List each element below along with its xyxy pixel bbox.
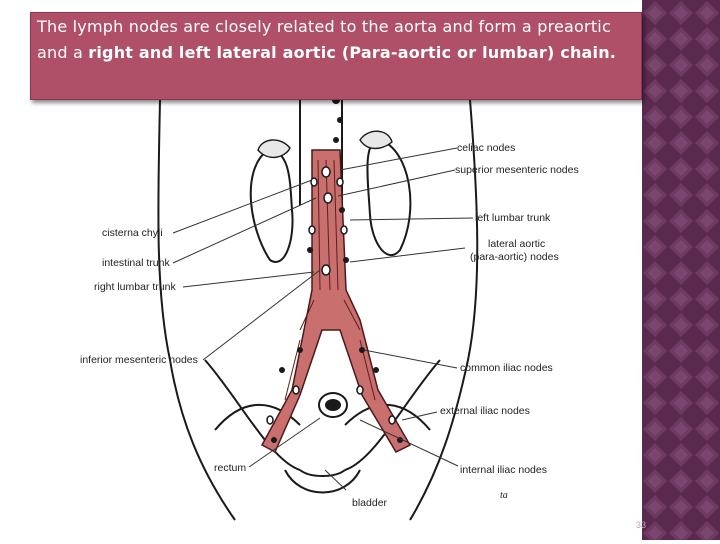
label-right-lumbar-trunk: right lumbar trunk	[94, 281, 176, 293]
left-kidney	[366, 138, 412, 257]
label-para-aortic-nodes: (para-aortic) nodes	[470, 251, 559, 263]
caption-bold-text: right and left lateral aortic (Para-aort…	[88, 43, 617, 62]
right-kidney	[249, 148, 294, 263]
artist-signature: ta	[500, 490, 508, 501]
diamond-pattern	[642, 0, 720, 540]
bladder-outline	[284, 469, 361, 494]
pelvis-right	[344, 403, 431, 431]
label-common-iliac-nodes: common iliac nodes	[460, 362, 553, 374]
label-internal-iliac-nodes: internal iliac nodes	[460, 464, 547, 476]
label-intestinal-trunk: intestinal trunk	[102, 257, 170, 269]
caption-text: The lymph nodes are closely related to t…	[37, 17, 611, 62]
decorative-sidebar	[642, 0, 720, 540]
label-lateral-aortic: lateral aortic	[488, 238, 546, 250]
caption-box: The lymph nodes are closely related to t…	[30, 12, 642, 100]
lymph-nodes	[266, 166, 396, 425]
label-left-lumbar-trunk: left lumbar trunk	[475, 212, 551, 224]
rectum-drawing	[318, 392, 348, 418]
label-cisterna-chyli: cisterna chyli	[102, 227, 163, 239]
body-outline-right	[409, 99, 479, 521]
label-inferior-mesenteric-nodes: inferior mesenteric nodes	[80, 354, 198, 366]
page-number: 33	[636, 520, 647, 530]
body-outline-left	[157, 99, 236, 521]
label-external-iliac-nodes: external iliac nodes	[440, 405, 530, 417]
left-adrenal	[359, 130, 393, 150]
label-celiac-nodes: celiac nodes	[457, 142, 516, 154]
diagram-drawing	[157, 96, 479, 521]
label-rectum: rectum	[214, 462, 247, 474]
label-bladder: bladder	[352, 497, 388, 509]
lymph-node-diagram: celiac nodes superior mesenteric nodes l…	[80, 96, 579, 521]
aorta-and-iliacs	[260, 149, 412, 454]
label-superior-mesenteric-nodes: superior mesenteric nodes	[455, 164, 579, 176]
right-adrenal	[257, 139, 291, 158]
leader-lines	[172, 147, 474, 491]
